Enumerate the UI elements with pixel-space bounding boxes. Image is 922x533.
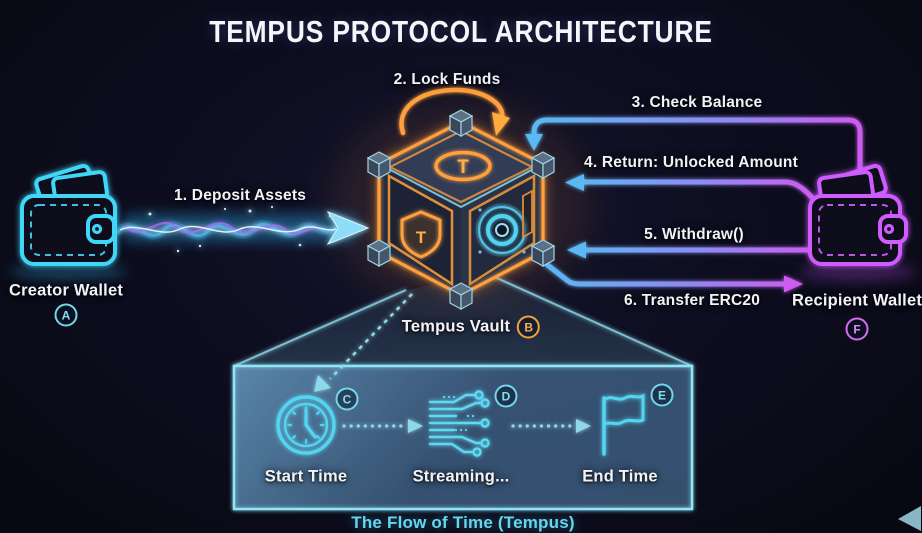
- wallet-stitching: [818, 204, 892, 256]
- creator-wallet-glow: [10, 263, 126, 281]
- shield-icon: [400, 210, 442, 259]
- clock-icon: [276, 395, 336, 455]
- timeline-projection: [232, 273, 694, 511]
- vault-top-letter: T: [457, 157, 469, 178]
- corner-bottom: [448, 282, 474, 311]
- wallet-clasp-button: [91, 223, 103, 235]
- tempus-vault-label: Tempus Vault: [401, 317, 511, 336]
- badge-f: F: [845, 317, 869, 341]
- arrowhead: [784, 275, 803, 293]
- flag-icon: [602, 393, 645, 456]
- vault-label-row: Tempus Vault B: [401, 315, 541, 339]
- streaming-label: Streaming...: [412, 467, 510, 486]
- badge-c: C: [335, 387, 359, 411]
- corner-bottom-right: [530, 239, 556, 268]
- wallet-clasp-button: [883, 223, 895, 235]
- projection-edge-left: [233, 289, 407, 367]
- bolt: [522, 250, 526, 254]
- flow-label-return: 4. Return: Unlocked Amount: [584, 154, 798, 171]
- recipient-wallet-glow: [800, 263, 916, 281]
- corner-top: [448, 109, 474, 138]
- cube-top-frame: [387, 129, 535, 204]
- vault-door-hub: [495, 223, 509, 237]
- end-time-label: End Time: [582, 467, 658, 486]
- arrow-streaming-to-end: [511, 419, 591, 433]
- arrow-check-balance: [525, 117, 863, 181]
- projection-edge-right: [487, 273, 693, 367]
- arrowhead: [525, 134, 543, 151]
- deposit-energy-beam: [114, 205, 370, 253]
- timeline-caption: The Flow of Time (Tempus): [351, 513, 575, 532]
- start-time-label: Start Time: [264, 467, 348, 486]
- vault-top-ring: [434, 150, 492, 182]
- arrowhead: [492, 112, 510, 136]
- page-title: TEMPUS PROTOCOL ARCHITECTURE: [209, 14, 713, 49]
- recipient-wallet-icon: [808, 163, 908, 266]
- bolt: [478, 250, 482, 254]
- arrowhead: [314, 375, 331, 392]
- circuit-icon: [428, 390, 490, 457]
- flow-label-deposit: 1. Deposit Assets: [173, 187, 307, 204]
- flow-label-check-balance: 3. Check Balance: [631, 94, 763, 111]
- arrowhead: [565, 174, 584, 191]
- arrow-return-unlocked: [565, 174, 825, 213]
- tempus-vault-cube: T T: [366, 109, 556, 311]
- arrow-start-to-streaming: [342, 419, 423, 433]
- bolt: [478, 208, 482, 212]
- projection-beam: [234, 274, 692, 366]
- arrowhead: [567, 241, 586, 259]
- beam-arrowhead: [326, 210, 370, 246]
- badge-a: A: [54, 303, 78, 327]
- corner-right: [530, 151, 556, 180]
- creator-wallet-label: Creator Wallet: [8, 281, 124, 300]
- recipient-wallet-label: Recipient Wallet: [791, 291, 922, 310]
- arrow-transfer-erc20: [542, 260, 803, 293]
- corner-bottom-left: [366, 239, 392, 268]
- flow-label-withdraw: 5. Withdraw(): [644, 226, 744, 243]
- arrowhead: [408, 419, 423, 433]
- badge-d: D: [494, 384, 518, 408]
- creator-wallet-icon: [20, 163, 117, 266]
- vault-door-mid: [486, 214, 518, 246]
- edge-arrow-icon: [898, 506, 921, 531]
- arrow-lock-funds: [399, 87, 510, 136]
- vault-door-latch: [522, 189, 533, 239]
- badge-e: E: [650, 383, 674, 407]
- arrow-withdraw: [567, 241, 815, 259]
- badge-b: B: [517, 315, 541, 339]
- cube-corner-blocks: [366, 109, 556, 311]
- shield-letter: T: [416, 228, 427, 247]
- flow-label-transfer: 6. Transfer ERC20: [623, 292, 761, 309]
- arrowhead: [576, 419, 591, 433]
- corner-left: [366, 151, 392, 180]
- arrow-vault-to-start: [314, 293, 413, 392]
- flow-label-lock: 2. Lock Funds: [393, 71, 501, 88]
